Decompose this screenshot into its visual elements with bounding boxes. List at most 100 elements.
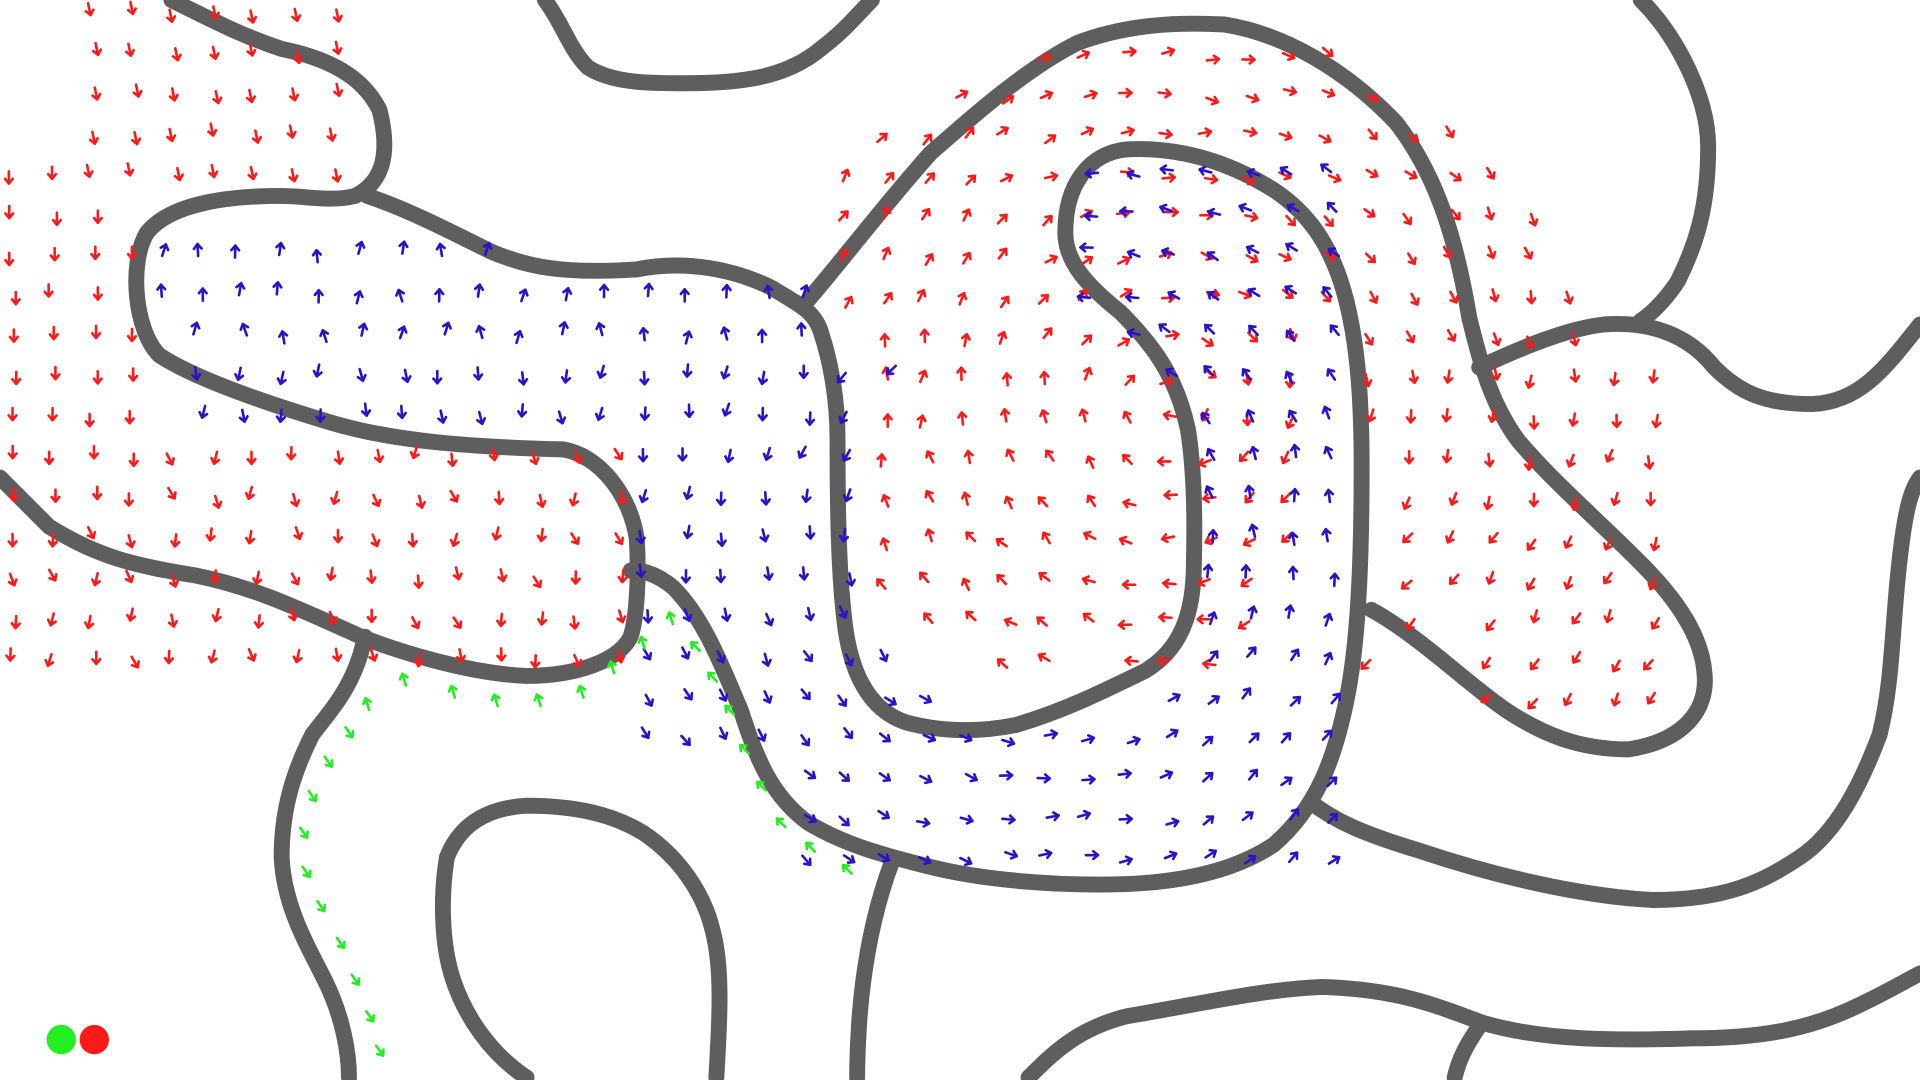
arrow-icon (884, 171, 895, 184)
arrow-icon (1484, 452, 1495, 468)
arrow-icon (1001, 737, 1016, 748)
arrow-icon (173, 166, 184, 182)
arrow-icon (1245, 244, 1260, 255)
arrow-icon (159, 243, 170, 258)
arrow-icon (435, 242, 446, 258)
arrow-icon (845, 572, 856, 587)
arrow-icon (288, 607, 299, 622)
wall-segment (536, 0, 880, 92)
arrow-icon (1284, 370, 1294, 385)
arrow-icon (358, 322, 369, 337)
arrow-icon (165, 452, 175, 466)
arrow-icon (1158, 129, 1173, 140)
arrow-icon (1001, 814, 1016, 825)
arrow-icon (126, 0, 137, 16)
arrow-icon (879, 333, 890, 348)
arrow-icon (916, 414, 927, 429)
arrow-icon (1039, 409, 1050, 424)
arrow-icon (442, 321, 452, 336)
arrow-icon (1200, 411, 1211, 425)
arrow-icon (568, 492, 579, 507)
arrow-icon (682, 608, 693, 622)
arrow-icon (1121, 579, 1137, 590)
arrow-icon (837, 694, 848, 707)
arrow-icon (1044, 134, 1057, 145)
arrow-icon (1445, 125, 1455, 139)
arrow-icon (1284, 604, 1295, 619)
arrow-icon (43, 283, 54, 298)
arrow-icon (293, 526, 304, 541)
arrow-icon (47, 568, 58, 582)
arrow-icon (756, 328, 768, 344)
arrow-icon (130, 655, 140, 669)
arrow-icon (665, 611, 676, 626)
arrow-icon (1207, 611, 1218, 626)
arrow-icon (1042, 214, 1053, 227)
arrow-icon (1363, 207, 1376, 218)
arrow-icon (1527, 697, 1539, 710)
arrow-icon (192, 242, 203, 258)
arrow-icon (1247, 331, 1259, 343)
arrow-icon (738, 743, 751, 755)
arrow-icon (1569, 496, 1580, 511)
arrow-icon (1649, 536, 1661, 552)
arrow-icon (90, 571, 101, 587)
arrow-icon (1442, 448, 1453, 464)
wall-segment (622, 141, 1370, 893)
arrow-icon (1037, 652, 1051, 663)
arrow-icon (997, 330, 1008, 345)
arrow-icon (1329, 324, 1340, 337)
arrow-icon (1449, 171, 1462, 182)
arrow-icon (762, 446, 773, 461)
arrow-icon (879, 648, 889, 663)
arrow-icon (716, 650, 726, 664)
arrow-icon (124, 409, 135, 425)
arrow-icon (996, 658, 1009, 669)
arrow-icon (715, 568, 726, 584)
wall-segment (1632, 0, 1717, 329)
arrow-icon (247, 165, 258, 181)
arrow-icon (1569, 332, 1580, 347)
arrow-icon (1288, 531, 1299, 547)
arrow-icon (724, 704, 736, 716)
arrow-icon (761, 652, 772, 667)
arrow-icon (246, 450, 257, 466)
arrow-icon (1081, 334, 1093, 346)
arrow-icon (805, 525, 816, 540)
arrow-icon (1165, 728, 1179, 739)
arrow-icon (1323, 651, 1334, 666)
arrow-icon (1330, 692, 1341, 705)
arrow-icon (1042, 327, 1053, 340)
arrow-icon (877, 809, 890, 820)
arrow-icon (955, 89, 969, 99)
arrow-icon (332, 647, 343, 662)
arrow-icon (617, 568, 628, 584)
arrow-icon (1240, 577, 1253, 588)
arrow-icon (1202, 659, 1217, 670)
marker-layer (46, 1024, 109, 1055)
arrow-icon (333, 450, 345, 465)
arrow-icon (1247, 287, 1261, 298)
arrow-icon (757, 728, 767, 742)
arrow-icon (1126, 735, 1141, 746)
arrow-icon (838, 815, 850, 827)
arrow-icon (48, 325, 59, 341)
arrow-icon (595, 322, 606, 337)
arrow-icon (51, 211, 63, 227)
arrow-icon (125, 534, 136, 549)
arrow-icon (1480, 693, 1493, 704)
green-arrow-field (298, 611, 853, 1057)
arrow-icon (681, 646, 691, 660)
arrow-icon (398, 240, 409, 255)
arrow-icon (1238, 202, 1253, 213)
wall-segment (434, 797, 728, 1080)
arrow-icon (570, 570, 581, 585)
arrow-icon (1648, 369, 1659, 384)
arrow-icon (1041, 531, 1052, 545)
arrow-icon (718, 726, 729, 740)
arrow-icon (1241, 368, 1252, 381)
arrow-icon (924, 528, 935, 543)
arrow-icon (47, 406, 58, 422)
arrow-icon (1201, 337, 1214, 348)
arrow-icon (797, 445, 807, 459)
